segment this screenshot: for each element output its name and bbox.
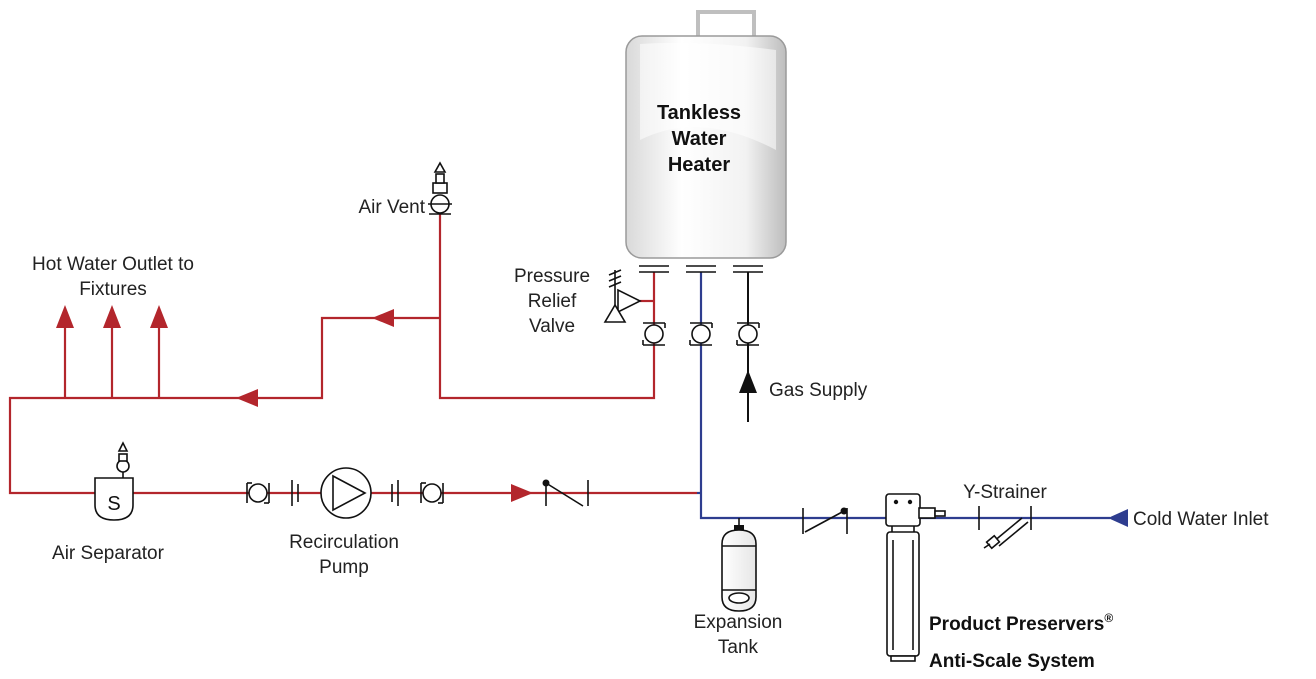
label-recirc-line2: Pump [319, 557, 369, 578]
ball-valve-cold [689, 322, 713, 346]
registered-mark: ® [1104, 611, 1113, 625]
label-product-line2: Anti-Scale System [929, 651, 1095, 672]
pressure-relief-valve-icon [603, 269, 642, 323]
heater-label-line3: Heater [668, 154, 730, 176]
check-valve-hot [542, 479, 589, 507]
tankless-water-heater: Tankless Water Heater [625, 10, 787, 259]
hot-flow-arrows [56, 305, 533, 502]
air-separator-icon: S [94, 441, 134, 521]
heater-label-line2: Water [672, 128, 727, 150]
air-separator-symbol: S [107, 493, 120, 515]
fixture-arrow-3 [150, 305, 168, 328]
expansion-tank-icon [721, 518, 757, 612]
label-prv-line2: Relief [528, 291, 577, 312]
cold-supply-pipe [699, 272, 1110, 520]
label-air-separator: Air Separator [52, 543, 165, 564]
label-air-vent: Air Vent [358, 197, 425, 218]
label-prv-line3: Valve [529, 316, 575, 337]
label-recirc-line1: Recirculation [289, 532, 399, 553]
label-product-line1: Product Preservers® [929, 611, 1113, 635]
heater-connections [639, 265, 763, 273]
ball-valve-hot [642, 322, 666, 346]
check-valve-cold [802, 507, 848, 534]
label-prv-line1: Pressure [514, 266, 590, 287]
union-left [291, 480, 299, 506]
label-expansion-line2: Tank [718, 637, 759, 658]
heater-isolation-valves [642, 322, 760, 346]
heater-highlight [640, 42, 776, 150]
label-hot-outlet-line2: Fixtures [79, 279, 147, 300]
cold-inlet-arrow [1108, 509, 1128, 527]
fixture-arrow-1 [56, 305, 74, 328]
gas-arrow [739, 370, 757, 393]
cold-water-piping [697, 272, 1110, 520]
label-hot-outlet-line1: Hot Water Outlet to [32, 254, 194, 275]
flow-arrow-return [511, 484, 533, 502]
flow-arrow-lower [236, 389, 258, 407]
air-vent-icon [428, 161, 452, 215]
y-strainer-icon [978, 506, 1032, 550]
union-right [391, 480, 399, 506]
product-name: Product Preservers [929, 614, 1104, 635]
heater-label-line1: Tankless [657, 102, 741, 124]
ball-valve-gas [736, 322, 760, 346]
anti-scale-system-icon [885, 493, 946, 662]
fixture-arrow-2 [103, 305, 121, 328]
flow-arrow-upper [372, 309, 394, 327]
recirculation-pump-icon [320, 467, 372, 519]
label-expansion-line1: Expansion [694, 612, 783, 633]
recirc-valve-left [246, 482, 270, 504]
label-y-strainer: Y-Strainer [963, 482, 1047, 503]
label-gas-supply: Gas Supply [769, 380, 868, 401]
label-cold-inlet: Cold Water Inlet [1133, 509, 1269, 530]
recirc-valve-right [420, 482, 444, 504]
